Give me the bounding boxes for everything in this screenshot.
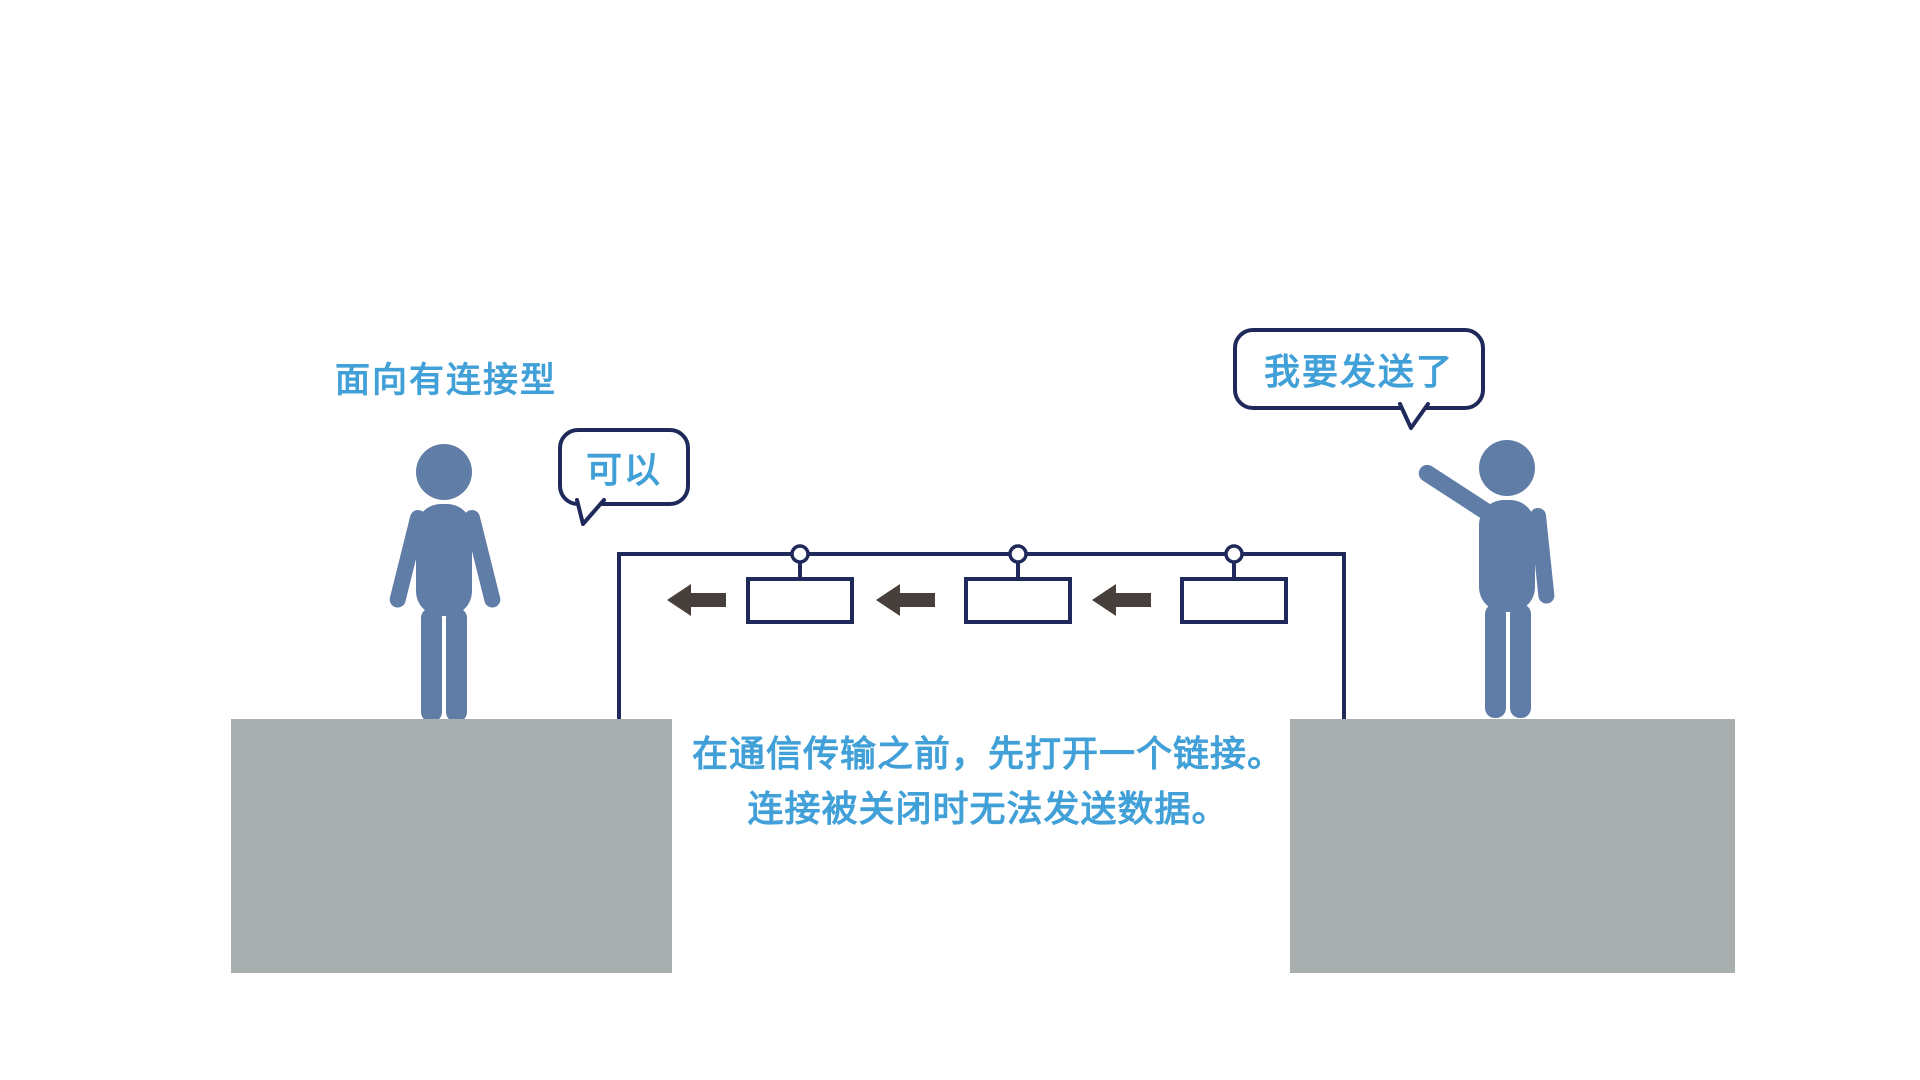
person-arm <box>1529 508 1555 604</box>
person-right-figure <box>1418 440 1555 718</box>
caption-line-1: 在通信传输之前，先打开一个链接。 <box>691 733 1284 774</box>
speech-tail-icon <box>1398 402 1430 430</box>
packet-node <box>964 544 1072 624</box>
speech-bubble-right: 我要发送了 <box>1233 328 1485 430</box>
person-head <box>416 444 472 500</box>
diagram-title: 面向有连接型 <box>335 361 558 400</box>
speech-bubble-left-text: 可以 <box>585 449 662 490</box>
person-left-figure <box>389 444 501 722</box>
packet-hook <box>1224 544 1244 564</box>
person-head <box>1479 440 1535 496</box>
left-arrow-icon <box>876 584 935 616</box>
platform-right <box>1290 719 1735 973</box>
packet-box <box>964 577 1072 624</box>
speech-bubble-left: 可以 <box>558 428 690 526</box>
person-leg <box>446 608 467 722</box>
person-leg <box>421 608 442 722</box>
packet-box <box>1180 577 1288 624</box>
person-torso <box>416 504 472 616</box>
speech-tail-icon <box>575 498 606 526</box>
packet-hook <box>790 544 810 564</box>
person-raised-arm <box>1418 464 1494 520</box>
packet-node <box>746 544 854 624</box>
person-leg <box>1510 604 1531 718</box>
person-leg <box>1485 604 1506 718</box>
caption-line-2: 连接被关闭时无法发送数据。 <box>747 788 1229 829</box>
speech-bubble-right-text: 我要发送了 <box>1263 351 1454 392</box>
packet-hook <box>1008 544 1028 564</box>
packet-box <box>746 577 854 624</box>
packet-node <box>1180 544 1288 624</box>
person-arm <box>464 510 501 608</box>
platform-left <box>231 719 672 973</box>
left-arrow-icon <box>1092 584 1151 616</box>
left-arrow-icon <box>667 584 726 616</box>
person-torso <box>1479 500 1535 612</box>
caption: 在通信传输之前，先打开一个链接。 连接被关闭时无法发送数据。 <box>560 726 1416 836</box>
connection-wire <box>617 552 1346 722</box>
